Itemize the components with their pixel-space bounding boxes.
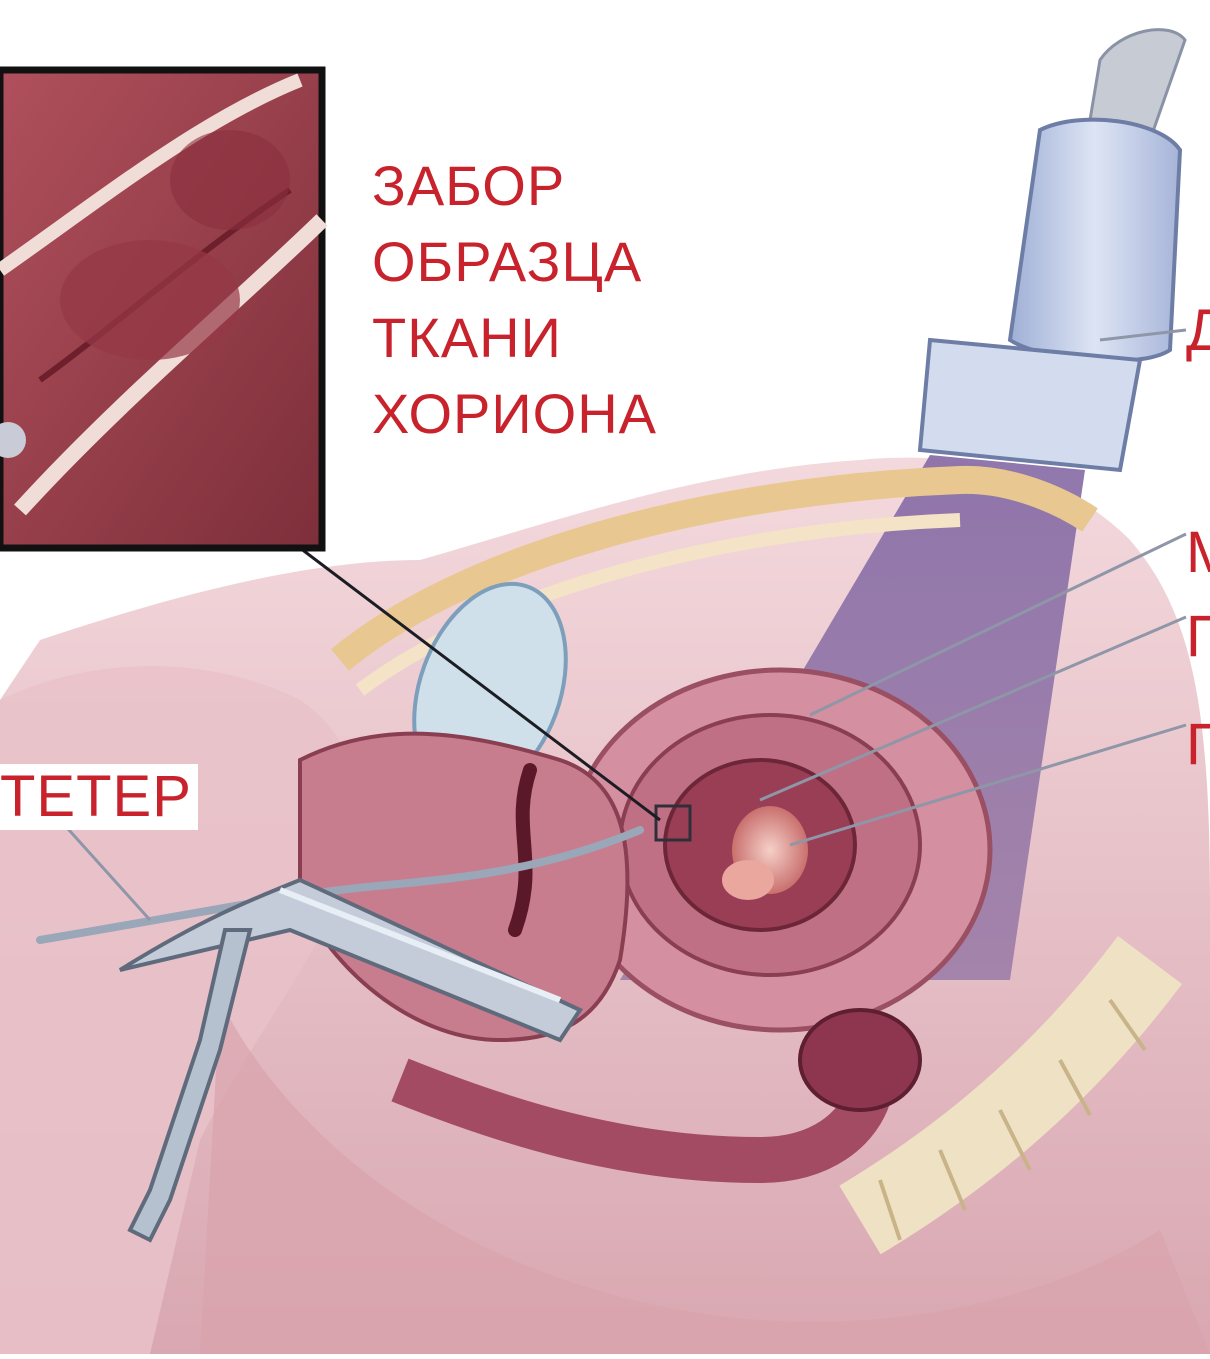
caption-line-1: ЗАБОР bbox=[372, 148, 657, 224]
uterus-label: М bbox=[1186, 520, 1210, 586]
caption-line-3: ТКАНИ bbox=[372, 300, 657, 376]
procedure-caption: ЗАБОР ОБРАЗЦА ТКАНИ ХОРИОНА bbox=[372, 148, 657, 452]
catheter-label: ТЕТЕР bbox=[0, 764, 198, 830]
ultrasound-probe bbox=[920, 30, 1185, 470]
caption-line-4: ХОРИОНА bbox=[372, 376, 657, 452]
caption-line-2: ОБРАЗЦА bbox=[372, 224, 657, 300]
placenta-label: П bbox=[1186, 604, 1210, 670]
fetus-label: П bbox=[1186, 712, 1210, 778]
magnified-inset bbox=[0, 70, 322, 548]
probe-label: Д bbox=[1186, 298, 1210, 364]
